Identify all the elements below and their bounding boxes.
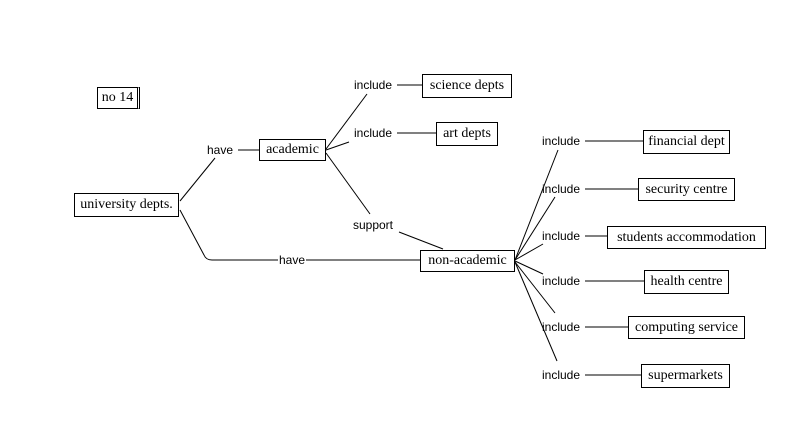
connector xyxy=(514,243,544,261)
connector xyxy=(514,260,544,275)
link-label-include: include xyxy=(541,368,581,382)
connector xyxy=(514,261,558,362)
node-health-centre[interactable]: health centre xyxy=(644,270,729,294)
connector xyxy=(514,149,559,261)
connector xyxy=(514,196,556,261)
node-supermarkets[interactable]: supermarkets xyxy=(641,364,730,388)
node-university-depts[interactable]: university depts. xyxy=(74,193,179,217)
map-number-tag[interactable]: no 14 xyxy=(97,87,140,109)
connector xyxy=(325,93,368,150)
node-academic[interactable]: academic xyxy=(259,139,326,161)
link-label-have: have xyxy=(278,253,306,267)
connector xyxy=(325,152,371,215)
connector xyxy=(325,141,350,151)
link-label-include: include xyxy=(353,78,393,92)
node-students-accommodation[interactable]: students accommodation xyxy=(607,226,766,249)
node-art-depts[interactable]: art depts xyxy=(436,122,498,146)
connector xyxy=(398,231,444,250)
link-label-include: include xyxy=(541,274,581,288)
node-science-depts[interactable]: science depts xyxy=(422,74,512,98)
node-security-centre[interactable]: security centre xyxy=(638,178,735,201)
connector xyxy=(514,261,556,314)
connector xyxy=(179,209,278,261)
link-label-include: include xyxy=(541,229,581,243)
link-label-include: include xyxy=(541,320,581,334)
node-computing-service[interactable]: computing service xyxy=(628,316,745,339)
connector xyxy=(179,157,216,202)
node-financial-dept[interactable]: financial dept xyxy=(643,130,730,154)
link-label-include: include xyxy=(541,182,581,196)
link-label-support: support xyxy=(352,218,394,232)
link-label-have: have xyxy=(206,143,234,157)
node-non-academic[interactable]: non-academic xyxy=(420,250,515,272)
link-label-include: include xyxy=(353,126,393,140)
link-label-include: include xyxy=(541,134,581,148)
